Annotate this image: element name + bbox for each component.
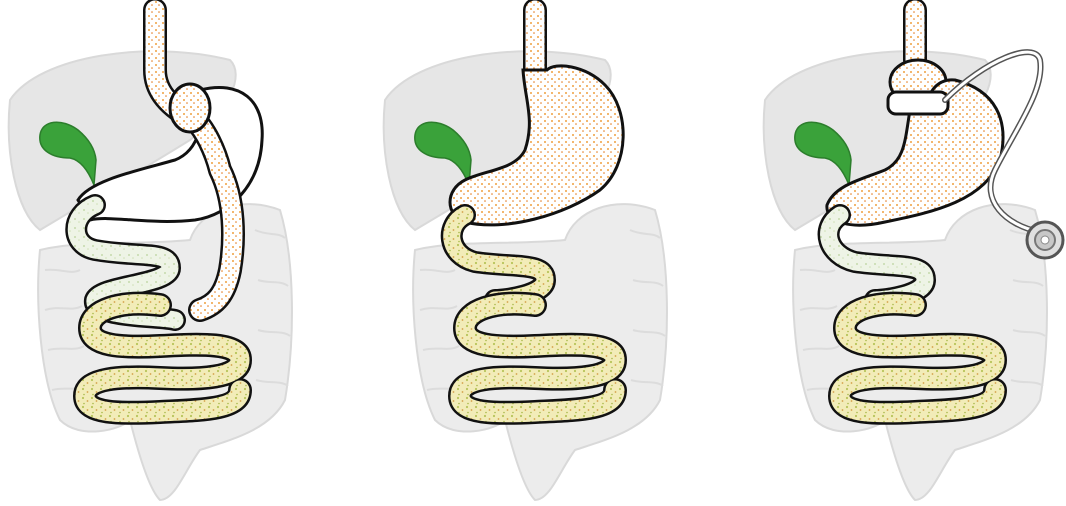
gastric-pouch xyxy=(170,84,210,132)
panel-gastric-band xyxy=(764,10,1063,500)
panel-normal-anatomy xyxy=(384,10,667,500)
panel-gastric-bypass xyxy=(9,10,292,500)
gastric-band xyxy=(888,92,948,114)
